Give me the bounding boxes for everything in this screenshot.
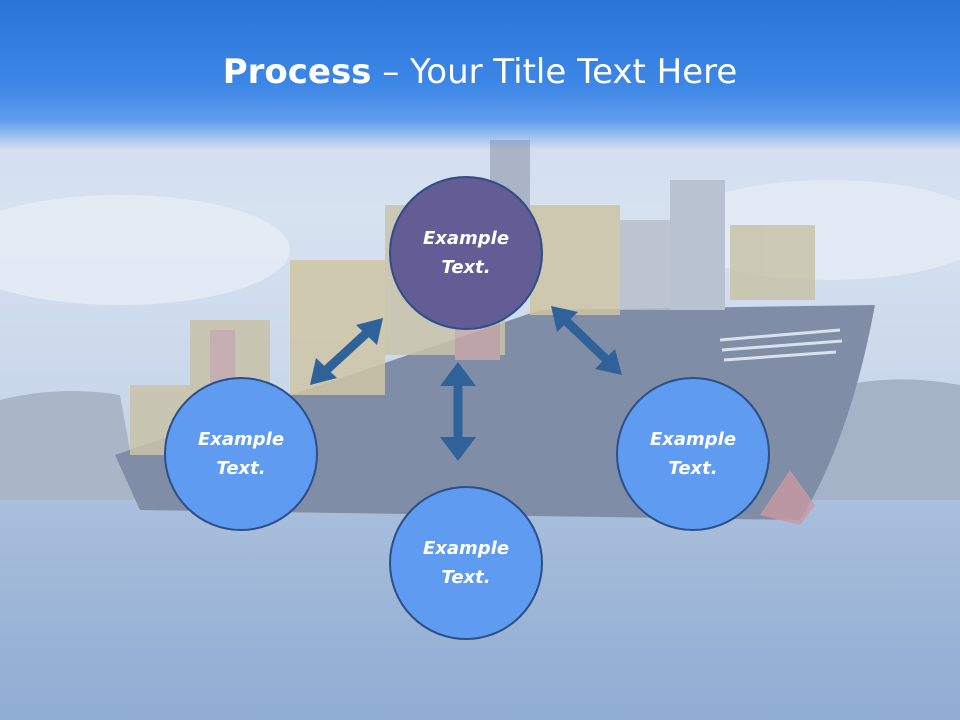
node-label-line2: Text. xyxy=(441,257,491,278)
double-arrow-icon xyxy=(440,362,476,461)
node-label-line2: Text. xyxy=(668,458,718,479)
node-label-line1: Example xyxy=(649,429,737,450)
node-label-line2: Text. xyxy=(216,458,266,479)
double-arrow-icon xyxy=(310,318,383,385)
title-bar xyxy=(0,0,960,150)
double-arrow-icon xyxy=(551,306,622,375)
node-label-line1: Example xyxy=(197,429,285,450)
slide-title: Process – Your Title Text Here xyxy=(0,52,960,92)
title-rest-part: – Your Title Text Here xyxy=(371,52,738,92)
title-bold-part: Process xyxy=(222,52,372,92)
node-label-line2: Text. xyxy=(441,567,491,588)
node-label-line1: Example xyxy=(422,538,510,559)
node-label-line1: Example xyxy=(422,228,510,249)
